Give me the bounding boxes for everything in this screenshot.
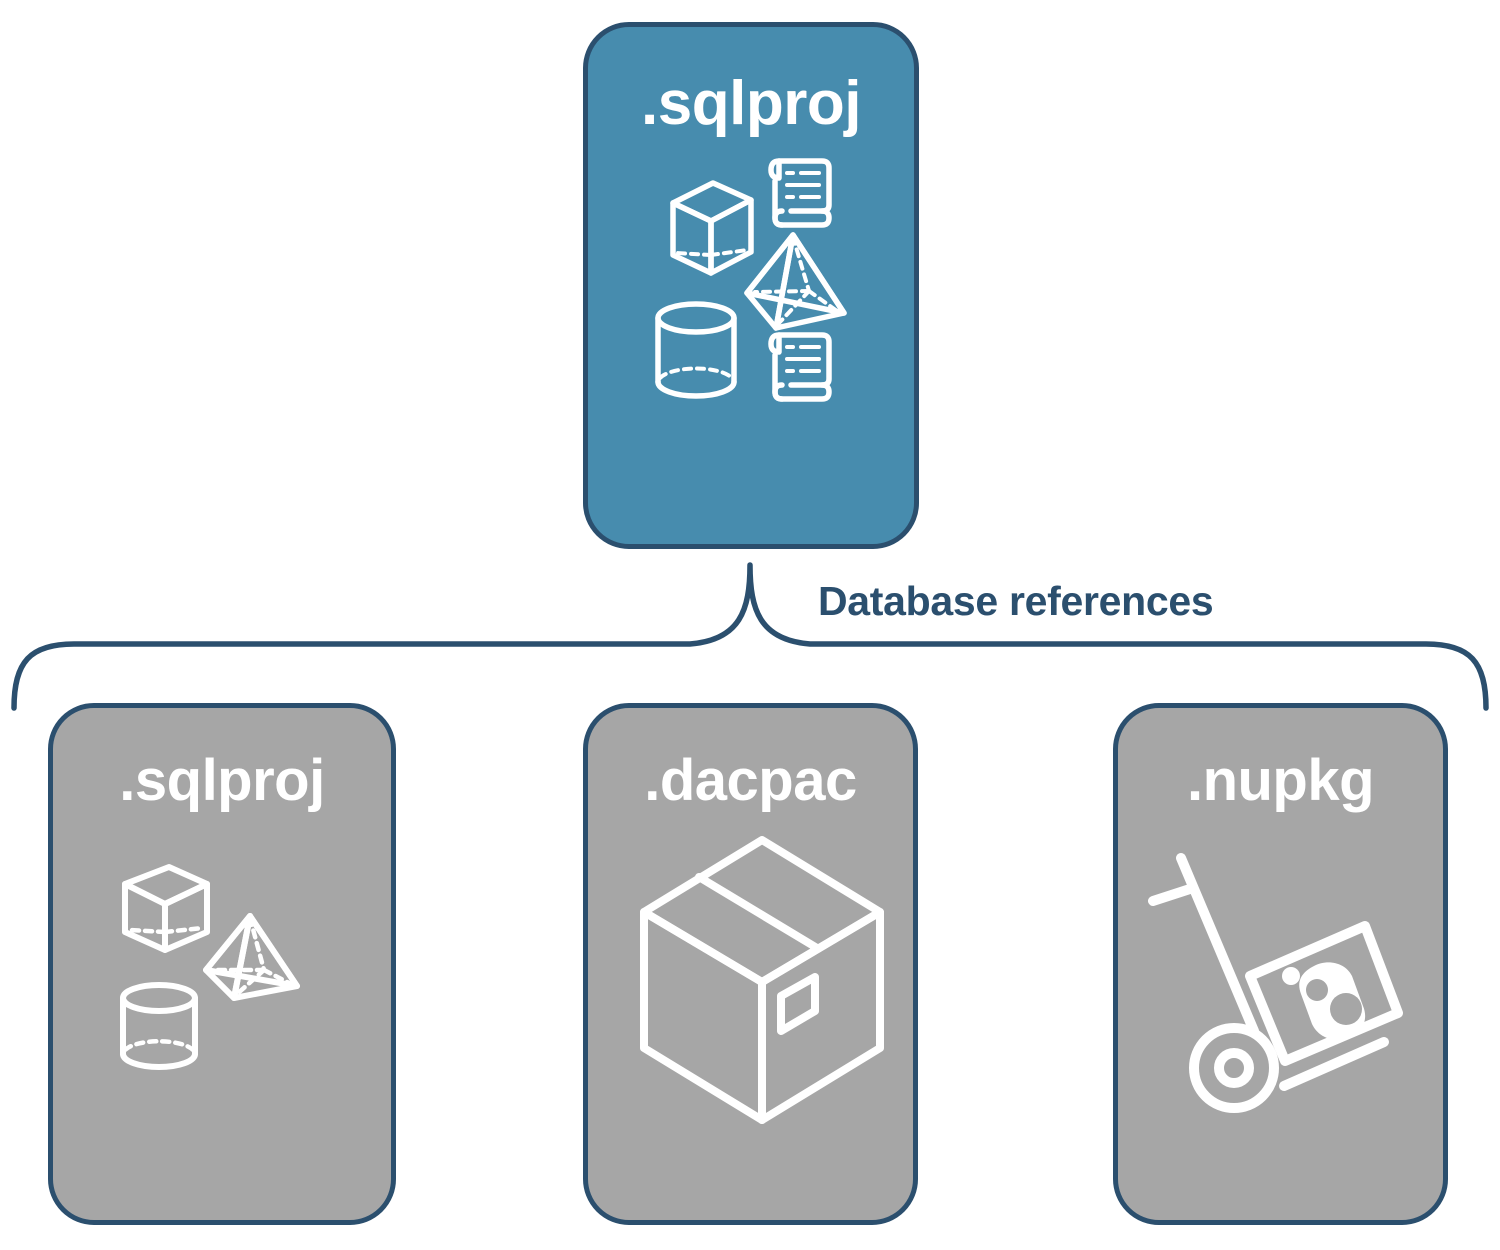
node-label-child-2: .nupkg [1186, 748, 1375, 813]
wireframe-cube-icon [122, 864, 210, 953]
script-scroll-icon [768, 332, 832, 402]
wireframe-pyramid-icon [203, 913, 300, 1001]
root-icon-cluster [651, 145, 851, 415]
wireframe-cylinder-icon [655, 301, 737, 399]
child-dacpac-icon-cluster [606, 820, 896, 1140]
child-nupkg-icon-cluster [1141, 846, 1421, 1116]
hand-truck-nuget-package-icon [1147, 853, 1403, 1113]
node-label-child-1: .dacpac [644, 748, 857, 813]
node-label-root: .sqlproj [641, 69, 861, 138]
database-references-brace [0, 540, 1500, 730]
script-scroll-icon [768, 158, 832, 228]
wireframe-pyramid-icon [744, 232, 847, 331]
node-label-child-0: .sqlproj [119, 748, 325, 813]
node-card-root-sqlproj[interactable]: .sqlproj [583, 22, 919, 549]
node-card-child-nupkg[interactable]: .nupkg [1113, 703, 1448, 1225]
node-card-child-dacpac[interactable]: .dacpac [583, 703, 918, 1225]
node-card-child-sqlproj[interactable]: .sqlproj [48, 703, 396, 1225]
wireframe-cube-icon [670, 180, 754, 276]
connector-label: Database references [818, 578, 1214, 624]
package-box-icon [639, 836, 884, 1124]
wireframe-cylinder-icon [120, 982, 198, 1070]
child-sqlproj-icon-cluster [107, 862, 337, 1072]
